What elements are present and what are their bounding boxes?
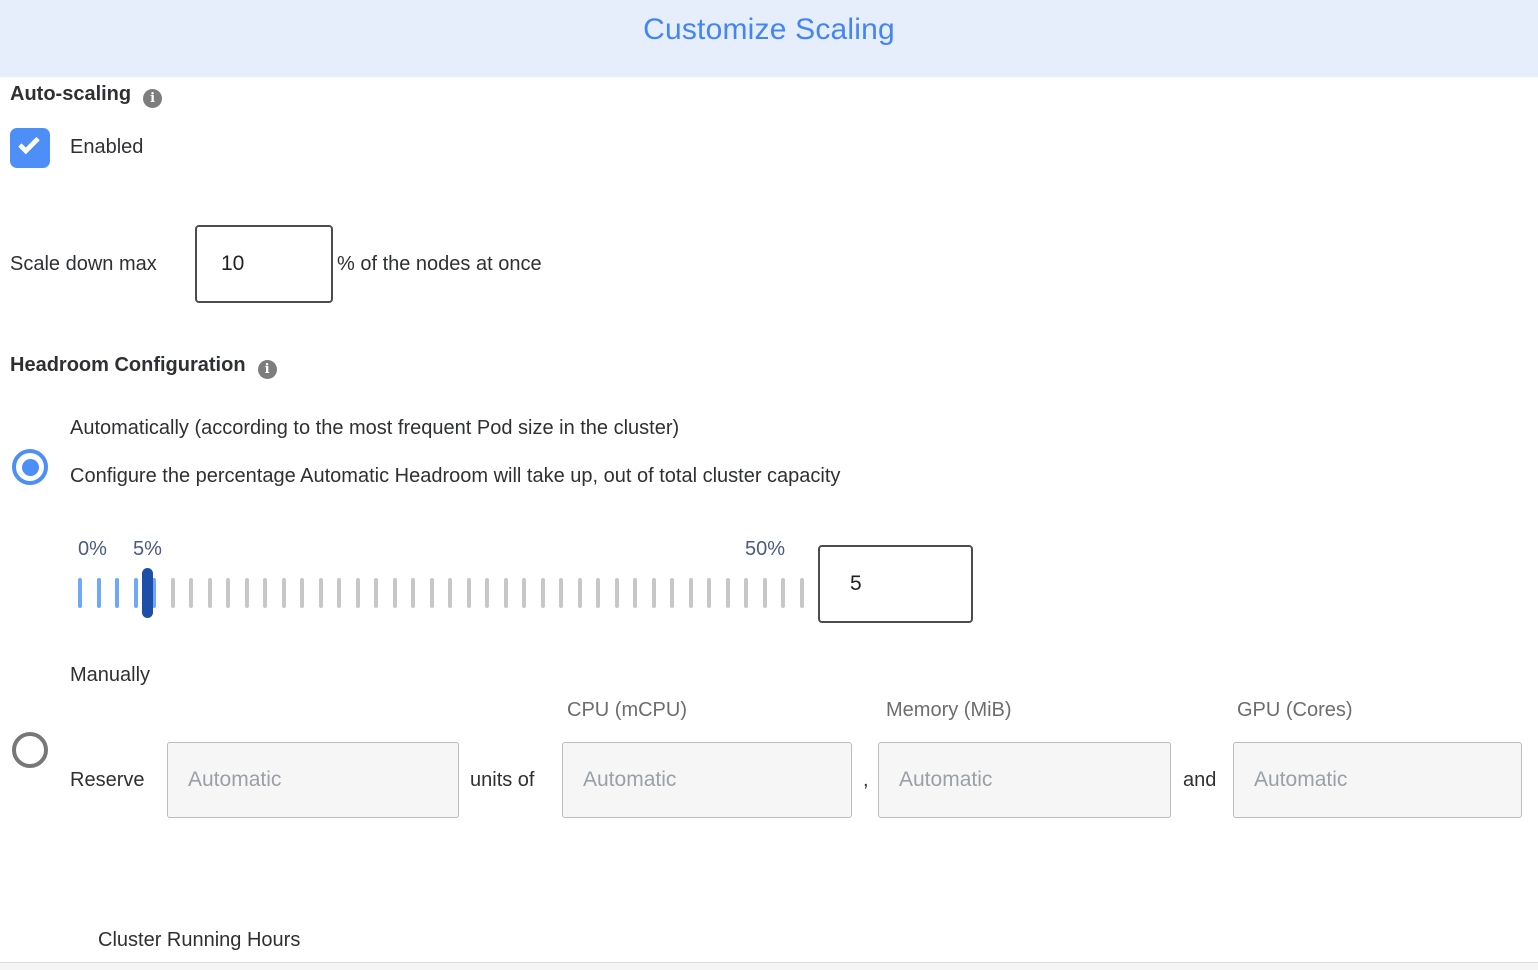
scale-down-max-input[interactable] — [195, 225, 333, 303]
info-icon[interactable]: i — [257, 360, 277, 379]
slider-max-label: 50% — [745, 538, 786, 560]
slider-tick[interactable] — [577, 578, 582, 608]
slider-track[interactable] — [78, 578, 818, 608]
and-separator: and — [1183, 769, 1217, 791]
slider-tick[interactable] — [392, 578, 397, 608]
slider-tick[interactable] — [318, 578, 323, 608]
headroom-percentage-slider[interactable] — [78, 568, 818, 618]
page-title: Customize Scaling — [643, 13, 895, 46]
headroom-configuration-label: Headroom Configuration — [10, 354, 246, 376]
slider-tick[interactable] — [540, 578, 545, 608]
reserve-label: Reserve — [70, 769, 145, 791]
comma-separator: , — [863, 769, 869, 791]
info-icon[interactable]: i — [143, 89, 163, 108]
units-of-label: units of — [470, 769, 535, 791]
slider-tick[interactable] — [300, 578, 304, 608]
slider-tick[interactable] — [170, 578, 175, 608]
slider-tick[interactable] — [429, 578, 434, 608]
slider-tick[interactable] — [466, 578, 471, 608]
slider-tick[interactable] — [226, 578, 230, 608]
headroom-percentage-input[interactable] — [818, 545, 973, 623]
slider-tick[interactable] — [263, 578, 267, 608]
reserve-gpu-input[interactable] — [1233, 742, 1522, 818]
slider-tick[interactable] — [614, 578, 619, 608]
slider-tick[interactable] — [485, 578, 489, 608]
slider-tick[interactable] — [133, 578, 138, 608]
checkmark-icon — [18, 132, 40, 155]
slider-tick[interactable] — [799, 578, 804, 608]
slider-tick[interactable] — [355, 578, 360, 608]
slider-tick[interactable] — [744, 578, 748, 608]
slider-tick[interactable] — [503, 578, 508, 608]
slider-current-label: 5% — [133, 538, 162, 560]
cluster-running-hours-label: Cluster Running Hours — [98, 929, 301, 951]
slider-tick[interactable] — [78, 578, 82, 608]
slider-tick[interactable] — [411, 578, 415, 608]
slider-tick[interactable] — [651, 578, 656, 608]
reserve-units-input[interactable] — [167, 742, 459, 818]
slider-tick[interactable] — [707, 578, 711, 608]
slider-tick[interactable] — [762, 578, 767, 608]
reserve-memory-input[interactable] — [878, 742, 1171, 818]
slider-tick[interactable] — [448, 578, 452, 608]
slider-tick[interactable] — [207, 578, 212, 608]
enabled-label: Enabled — [70, 136, 144, 158]
reserve-cpu-input[interactable] — [562, 742, 852, 818]
headroom-automatic-description: Configure the percentage Automatic Headr… — [70, 465, 841, 487]
headroom-automatic-radio[interactable] — [12, 449, 48, 485]
headroom-manual-label: Manually — [70, 664, 151, 686]
slider-tick[interactable] — [374, 578, 378, 608]
cpu-column-header: CPU (mCPU) — [567, 699, 687, 721]
auto-scaling-label: Auto-scaling — [10, 83, 132, 105]
auto-scaling-enabled-checkbox[interactable] — [10, 128, 50, 168]
slider-tick[interactable] — [115, 578, 119, 608]
slider-tick[interactable] — [152, 578, 156, 608]
panel-header: Customize Scaling — [0, 0, 1538, 77]
footer-strip — [0, 963, 1538, 970]
slider-tick[interactable] — [522, 578, 526, 608]
memory-column-header: Memory (MiB) — [886, 699, 1012, 721]
slider-tick[interactable] — [725, 578, 730, 608]
slider-tick[interactable] — [559, 578, 563, 608]
scale-down-max-suffix: % of the nodes at once — [337, 253, 542, 275]
scale-down-max-label: Scale down max — [10, 253, 157, 275]
gpu-column-header: GPU (Cores) — [1237, 699, 1353, 721]
slider-tick[interactable] — [670, 578, 674, 608]
slider-tick[interactable] — [337, 578, 341, 608]
slider-tick[interactable] — [244, 578, 249, 608]
slider-handle[interactable] — [141, 568, 153, 618]
slider-tick[interactable] — [688, 578, 693, 608]
slider-tick[interactable] — [281, 578, 286, 608]
slider-tick[interactable] — [596, 578, 600, 608]
slider-tick[interactable] — [96, 578, 101, 608]
slider-tick[interactable] — [189, 578, 193, 608]
footer-divider — [0, 962, 1538, 963]
slider-tick[interactable] — [781, 578, 785, 608]
slider-min-label: 0% — [78, 538, 107, 560]
headroom-manual-radio[interactable] — [12, 732, 48, 768]
headroom-automatic-label: Automatically (according to the most fre… — [70, 417, 680, 439]
slider-tick[interactable] — [633, 578, 637, 608]
